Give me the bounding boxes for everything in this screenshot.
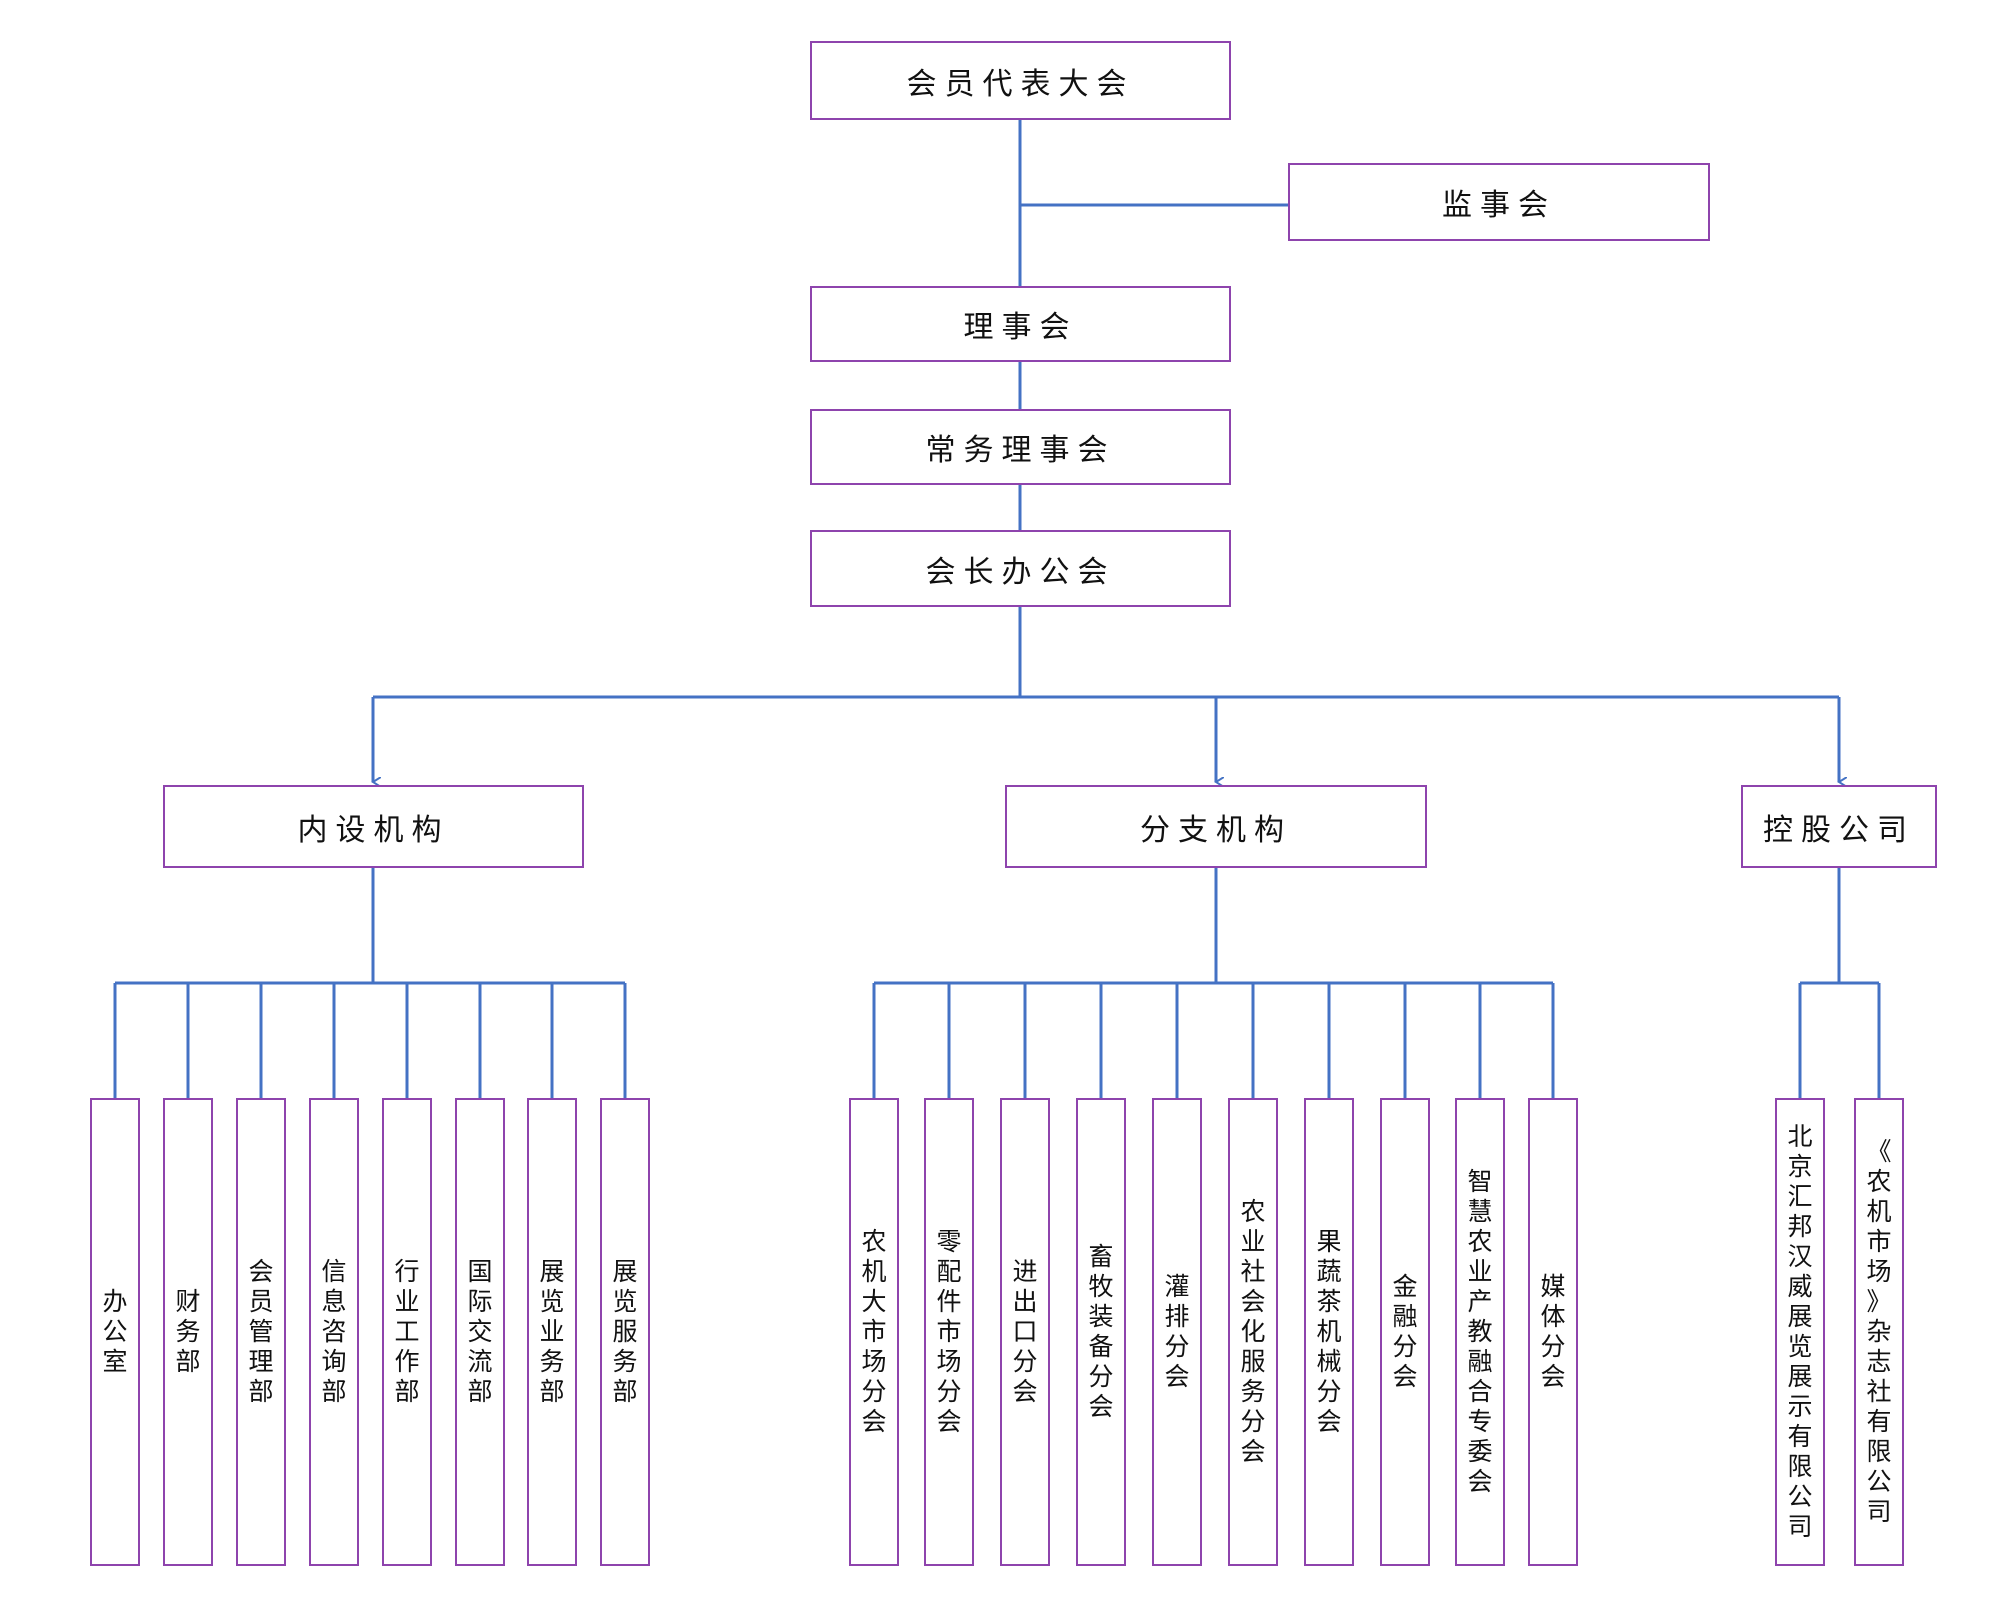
vertical-label: 会员管理部 bbox=[248, 1257, 274, 1406]
vertical-label: 智慧农业产教融合专委会 bbox=[1467, 1167, 1493, 1496]
council-box: 理事会 bbox=[810, 286, 1231, 362]
vertical-label: 展览服务部 bbox=[612, 1257, 638, 1406]
vertical-label: 零配件市场分会 bbox=[936, 1227, 962, 1436]
dept-member-management: 会员管理部 bbox=[236, 1098, 286, 1566]
branch-smart-agri-committee: 智慧农业产教融合专委会 bbox=[1455, 1098, 1505, 1566]
vertical-label: 农机大市场分会 bbox=[861, 1227, 887, 1436]
branch-parts-market: 零配件市场分会 bbox=[924, 1098, 974, 1566]
internal-departments-box: 内设机构 bbox=[163, 785, 584, 868]
branch-import-export: 进出口分会 bbox=[1000, 1098, 1050, 1566]
vertical-label: 财务部 bbox=[175, 1287, 201, 1376]
branch-organizations-box: 分支机构 bbox=[1005, 785, 1427, 868]
holding-companies-box: 控股公司 bbox=[1741, 785, 1937, 868]
vertical-label: 进出口分会 bbox=[1012, 1257, 1038, 1406]
standing-council-box: 常务理事会 bbox=[810, 409, 1231, 485]
dept-office: 办公室 bbox=[90, 1098, 140, 1566]
vertical-label: 展览业务部 bbox=[539, 1257, 565, 1406]
branch-media: 媒体分会 bbox=[1528, 1098, 1578, 1566]
vertical-label: 行业工作部 bbox=[394, 1257, 420, 1406]
dept-international-exchange: 国际交流部 bbox=[455, 1098, 505, 1566]
company-beijing-huibang: 北京汇邦汉威展览展示有限公司 bbox=[1775, 1098, 1825, 1566]
vertical-label: 《农机市场》杂志社有限公司 bbox=[1866, 1137, 1892, 1526]
branch-fruit-veg-tea-machinery: 果蔬茶机械分会 bbox=[1304, 1098, 1354, 1566]
president-office-box: 会长办公会 bbox=[810, 530, 1231, 607]
vertical-label: 金融分会 bbox=[1392, 1272, 1418, 1391]
vertical-label: 信息咨询部 bbox=[321, 1257, 347, 1406]
branch-finance: 金融分会 bbox=[1380, 1098, 1430, 1566]
vertical-label: 农业社会化服务分会 bbox=[1240, 1197, 1266, 1466]
company-magazine: 《农机市场》杂志社有限公司 bbox=[1854, 1098, 1904, 1566]
vertical-label: 灌排分会 bbox=[1164, 1272, 1190, 1391]
supervisory-box: 监事会 bbox=[1288, 163, 1710, 241]
dept-exhibition-service: 展览服务部 bbox=[600, 1098, 650, 1566]
vertical-label: 媒体分会 bbox=[1540, 1272, 1566, 1391]
branch-livestock-equipment: 畜牧装备分会 bbox=[1076, 1098, 1126, 1566]
dept-industry-work: 行业工作部 bbox=[382, 1098, 432, 1566]
vertical-label: 国际交流部 bbox=[467, 1257, 493, 1406]
branch-agri-socialized-service: 农业社会化服务分会 bbox=[1228, 1098, 1278, 1566]
branch-irrigation: 灌排分会 bbox=[1152, 1098, 1202, 1566]
vertical-label: 办公室 bbox=[102, 1287, 128, 1376]
vertical-label: 北京汇邦汉威展览展示有限公司 bbox=[1787, 1122, 1813, 1541]
vertical-label: 畜牧装备分会 bbox=[1088, 1242, 1114, 1421]
dept-info-consulting: 信息咨询部 bbox=[309, 1098, 359, 1566]
assembly-box: 会员代表大会 bbox=[810, 41, 1231, 120]
vertical-label: 果蔬茶机械分会 bbox=[1316, 1227, 1342, 1436]
dept-finance: 财务部 bbox=[163, 1098, 213, 1566]
branch-machinery-market: 农机大市场分会 bbox=[849, 1098, 899, 1566]
dept-exhibition-business: 展览业务部 bbox=[527, 1098, 577, 1566]
